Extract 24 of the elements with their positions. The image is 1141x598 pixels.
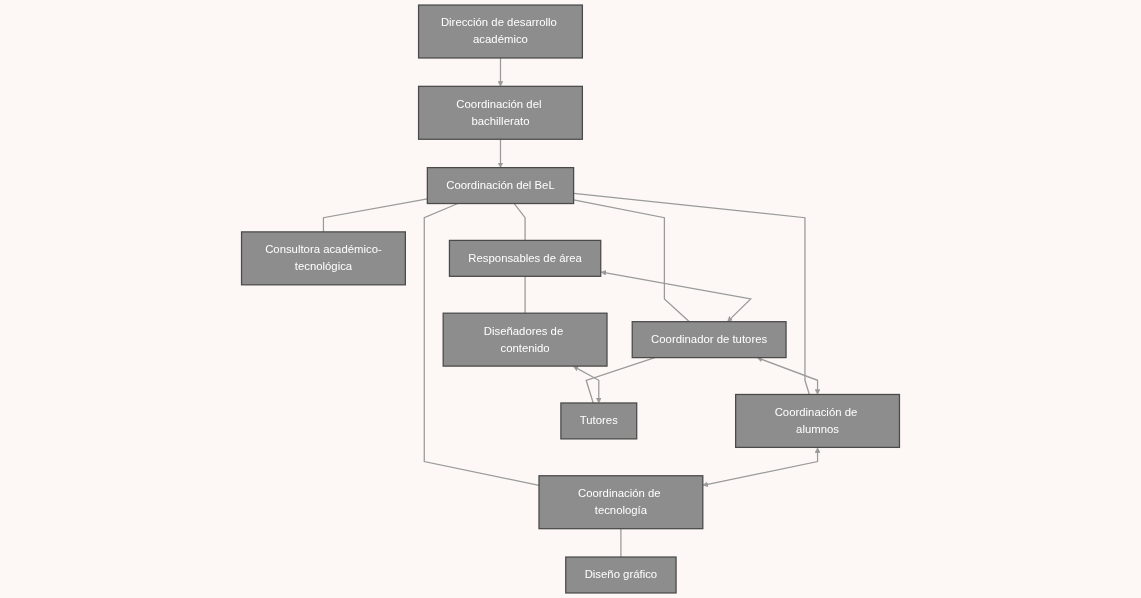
connector xyxy=(573,199,690,323)
arrow xyxy=(497,57,504,87)
arrow xyxy=(573,366,602,404)
arrow xyxy=(497,138,504,168)
node-box: Diseñadores de contenido xyxy=(442,312,608,367)
node-box: Consultora académico-tecnológica xyxy=(240,231,406,286)
node-box: Coordinación de alumnos xyxy=(735,393,901,449)
node-box: Tutores xyxy=(560,402,638,440)
connector xyxy=(513,202,526,242)
arrow xyxy=(757,356,821,395)
connector xyxy=(585,356,656,404)
connector xyxy=(524,275,526,314)
node-box: Dirección de desarrollo académico xyxy=(417,4,584,59)
node-box: Coordinador de tutores xyxy=(631,321,787,359)
node-box: Coordinación de tecnología xyxy=(538,475,704,530)
connector xyxy=(322,198,428,233)
node-box: Coordinación del BeL xyxy=(426,167,575,205)
connector xyxy=(620,528,622,558)
arrow xyxy=(702,447,821,487)
node-box: Diseño gráfico xyxy=(565,556,677,594)
arrow xyxy=(600,270,753,322)
node-box: Responsables de área xyxy=(448,239,602,277)
node-box: Coordinación del bachillerato xyxy=(417,85,584,140)
connector xyxy=(573,192,810,396)
